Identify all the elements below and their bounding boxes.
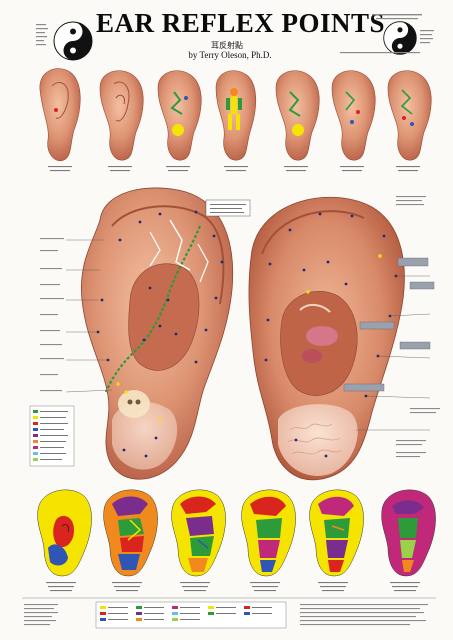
zone-ear-2 — [103, 489, 158, 577]
poster-author: by Terry Oleson, Ph.D. — [188, 50, 272, 60]
zone-ear-3 — [171, 489, 226, 577]
yin-yang-icon — [53, 21, 93, 61]
large-ear-right — [248, 196, 440, 481]
color-key-legend — [29, 405, 75, 467]
zone-ear-4 — [241, 489, 296, 577]
zone-ear-6 — [381, 489, 436, 577]
small-ear-row — [39, 68, 432, 172]
small-ear-4-body-figure — [215, 70, 257, 161]
poster-title: EAR REFLEX POINTS — [96, 8, 386, 38]
large-ear-left — [40, 187, 234, 480]
small-ear-5 — [275, 70, 320, 161]
yin-yang-icon — [383, 21, 417, 55]
small-ear-2 — [99, 70, 144, 161]
zone-ear-1 — [37, 489, 92, 577]
bottom-legend-strip — [22, 597, 436, 629]
small-ear-3 — [157, 70, 202, 161]
zone-ear-5 — [309, 489, 364, 577]
poster-subtitle-chinese: 耳反射點 — [211, 41, 243, 50]
small-ear-7 — [387, 70, 432, 161]
small-ear-1 — [39, 68, 81, 162]
colored-zone-ear-row — [37, 489, 436, 592]
small-ear-6 — [331, 70, 376, 161]
center-note-box — [205, 199, 251, 217]
